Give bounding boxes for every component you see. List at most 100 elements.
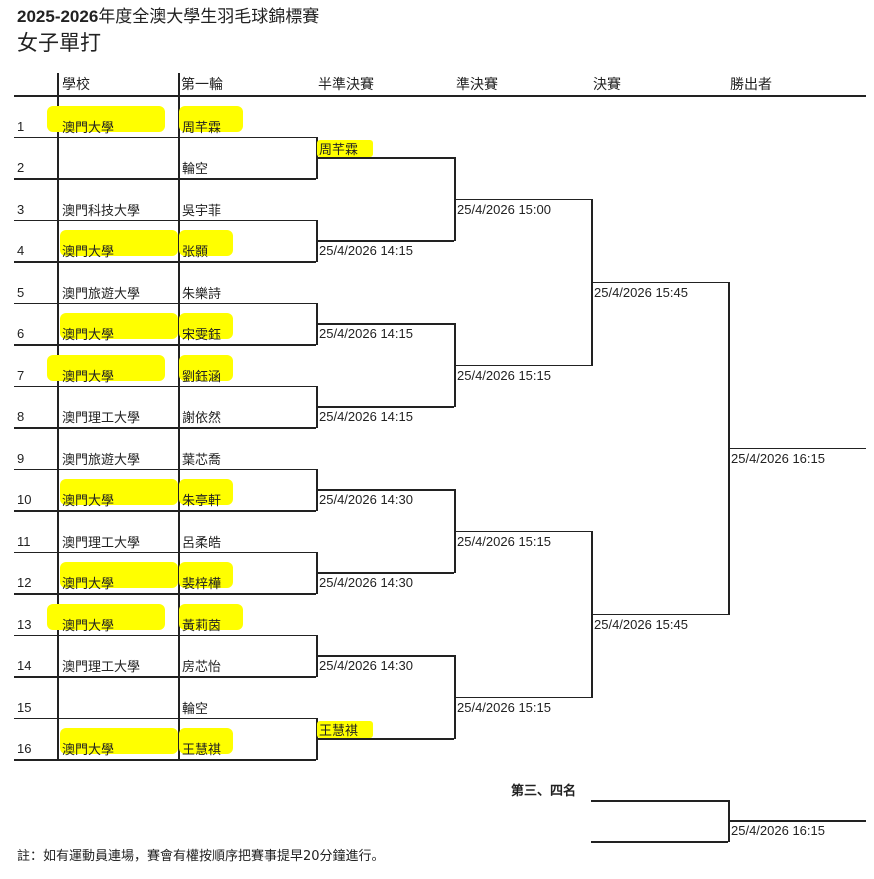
entry-number: 6	[17, 326, 25, 341]
entry-number: 15	[17, 699, 32, 715]
highlight-mark	[60, 230, 178, 256]
bracket-line	[316, 323, 454, 325]
bracket-line	[316, 738, 454, 740]
round2-match-label: 周芊霖	[319, 143, 359, 159]
highlight-mark	[179, 313, 233, 339]
row-line	[14, 551, 316, 553]
bracket-line	[316, 655, 454, 657]
bracket-line	[591, 281, 728, 284]
entry-number: 10	[17, 492, 32, 507]
entry-player: 謝依然	[182, 411, 222, 426]
header-round1: 第一輪	[181, 77, 223, 93]
bracket-line	[454, 364, 591, 367]
entry-school: 澳門大學	[62, 743, 115, 758]
round2-match-label: 25/4/2026 14:30	[319, 658, 413, 674]
row-line	[14, 759, 316, 761]
entry-player: 裴梓樺	[182, 577, 222, 592]
highlight-mark	[60, 313, 178, 339]
entry-school: 澳門科技大學	[62, 203, 141, 219]
entry-school: 澳門旅遊大學	[62, 286, 141, 302]
bracket-line	[591, 841, 728, 843]
bracket-line	[591, 800, 728, 802]
row-line	[14, 593, 316, 595]
row-line	[14, 634, 316, 636]
entry-school: 澳門理工大學	[62, 660, 141, 675]
row-line	[14, 427, 316, 429]
round3-match-label: 25/4/2026 15:15	[457, 699, 551, 715]
entry-player: 房芯怡	[182, 660, 222, 675]
round2-match-label: 25/4/2026 14:15	[319, 409, 413, 425]
header-school: 學校	[62, 77, 90, 93]
entry-number: 1	[17, 118, 25, 134]
highlight-mark	[179, 105, 243, 132]
round2-match-label: 25/4/2026 14:15	[319, 243, 413, 259]
footnote: 註：如有運動員連場，賽會有權按順序把賽事提早20分鐘進行。	[17, 849, 385, 864]
entry-school: 澳門大學	[62, 494, 115, 509]
column-divider	[57, 73, 59, 760]
row-line	[14, 302, 316, 304]
bracket-line	[728, 447, 866, 450]
entry-number: 13	[17, 616, 32, 632]
entry-player: 葉芯喬	[182, 452, 222, 468]
entry-player: 輪空	[182, 701, 209, 717]
entry-player: 张顥	[182, 245, 209, 260]
entry-number: 9	[17, 450, 25, 466]
tournament-title: 2025-2026年度全澳大學生羽毛球錦標賽	[17, 7, 320, 27]
bracket-line	[316, 240, 454, 242]
final-time: 25/4/2026 16:15	[731, 450, 825, 466]
bracket-line	[316, 572, 454, 574]
entry-number: 3	[17, 201, 25, 217]
round2-match-label: 25/4/2026 14:30	[319, 575, 413, 591]
entry-school: 澳門旅遊大學	[62, 452, 141, 468]
entry-number: 2	[17, 160, 25, 175]
highlight-mark	[60, 562, 178, 588]
bracket-line	[454, 530, 591, 533]
bracket-line	[316, 489, 454, 491]
bracket-line	[454, 696, 591, 699]
highlight-mark	[179, 230, 233, 256]
entry-player: 輪空	[182, 162, 209, 177]
third-place-label: 第三、四名	[511, 784, 577, 799]
entry-player: 黃莉茵	[182, 618, 222, 634]
highlight-mark	[60, 479, 178, 505]
entry-school: 澳門大學	[62, 328, 115, 343]
highlight-mark	[179, 479, 233, 505]
entry-number: 14	[17, 658, 32, 673]
entry-player: 呂柔皓	[182, 535, 222, 551]
entry-school: 澳門大學	[62, 120, 115, 136]
header-final: 決賽	[593, 77, 621, 93]
highlight-mark	[47, 105, 165, 132]
entry-player: 宋雯鈺	[182, 328, 222, 343]
entry-player: 劉鈺涵	[182, 369, 222, 385]
entry-number: 5	[17, 284, 25, 300]
bracket-line	[316, 406, 454, 408]
entry-number: 7	[17, 367, 25, 383]
row-line	[14, 344, 316, 346]
header-round2: 半準決賽	[318, 77, 374, 93]
row-line	[14, 385, 316, 387]
bracket-line	[454, 198, 591, 201]
entry-player: 周芊霖	[182, 120, 222, 136]
bracket-line	[591, 613, 728, 616]
entry-school: 澳門大學	[62, 245, 115, 260]
highlight-mark	[179, 354, 233, 381]
row-line	[14, 178, 316, 180]
header-round3: 準決賽	[456, 77, 498, 93]
entry-player: 朱樂詩	[182, 286, 222, 302]
round2-match-label: 王慧祺	[319, 724, 359, 740]
row-line	[14, 261, 316, 263]
highlight-mark	[179, 603, 243, 630]
round4-match-label: 25/4/2026 15:45	[594, 284, 688, 300]
row-line	[14, 219, 316, 221]
entry-number: 4	[17, 243, 25, 258]
entry-school: 澳門理工大學	[62, 411, 141, 426]
round3-match-label: 25/4/2026 15:00	[457, 201, 551, 217]
entry-player: 王慧祺	[182, 743, 222, 758]
header-divider	[14, 95, 866, 97]
entry-player: 朱亭軒	[182, 494, 222, 509]
highlight-mark	[317, 140, 373, 158]
entry-number: 16	[17, 741, 32, 756]
highlight-mark	[47, 603, 165, 630]
entry-school: 澳門理工大學	[62, 535, 141, 551]
row-line	[14, 717, 316, 719]
